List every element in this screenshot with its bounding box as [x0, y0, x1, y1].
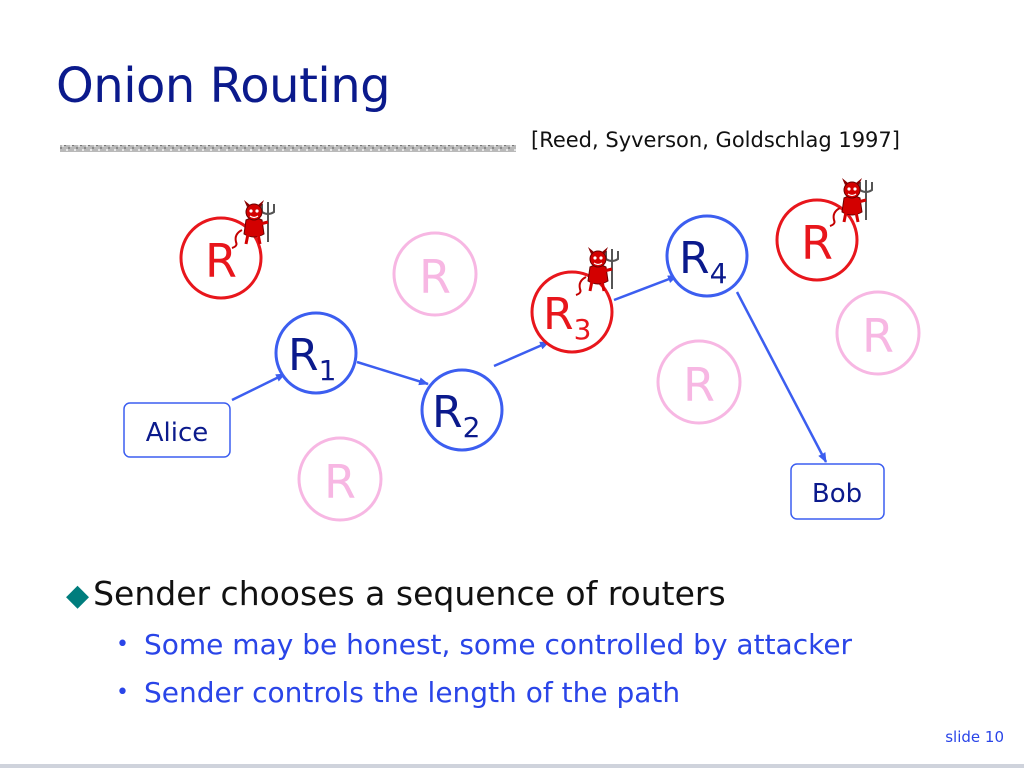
slide-title: Onion Routing — [56, 58, 391, 114]
onion-routing-diagram: R R R R R R R1 R2 R3 R4 A — [60, 145, 921, 522]
svg-text:Bob: Bob — [812, 479, 862, 509]
router-unused: R — [297, 436, 383, 522]
router-r3: R3 — [530, 270, 614, 354]
footer-rule — [0, 764, 1024, 768]
svg-text:Alice: Alice — [146, 418, 209, 448]
diamond-bullet-icon: ◆ — [66, 578, 90, 613]
svg-text:R3: R3 — [543, 289, 591, 346]
svg-text:R: R — [205, 234, 237, 288]
bullet-dot-icon: • — [116, 632, 129, 657]
router-compromised: R — [179, 216, 263, 300]
slide-number: slide 10 — [945, 728, 1004, 746]
title-rule — [60, 145, 516, 152]
sub-bullet-text: Sender controls the length of the path — [144, 676, 681, 709]
router-unused: R — [392, 231, 478, 317]
svg-text:R: R — [862, 309, 894, 363]
bob-box: Bob — [790, 463, 885, 520]
svg-text:R1: R1 — [288, 330, 336, 387]
router-r1: R1 — [274, 311, 358, 395]
arrow-r2-r3 — [493, 340, 550, 368]
citation: [Reed, Syverson, Goldschlag 1997] — [531, 128, 900, 152]
svg-text:R: R — [419, 250, 451, 304]
sub-bullet: • Sender controls the length of the path — [116, 676, 680, 709]
arrow-r3-r4 — [613, 274, 678, 302]
arrow-r4-bob — [735, 291, 828, 463]
svg-text:R: R — [324, 455, 356, 509]
bullet-dot-icon: • — [116, 680, 129, 705]
main-bullet-text: Sender chooses a sequence of routers — [93, 574, 726, 613]
router-unused: R — [656, 339, 742, 425]
router-compromised: R — [775, 198, 859, 282]
svg-text:R2: R2 — [432, 387, 480, 444]
sub-bullet-text: Some may be honest, some controlled by a… — [144, 628, 853, 661]
main-bullet: ◆Sender chooses a sequence of routers — [66, 574, 726, 613]
router-r2: R2 — [420, 368, 504, 452]
svg-text:R: R — [683, 358, 715, 412]
router-r4: R4 — [665, 214, 749, 298]
svg-text:R4: R4 — [679, 233, 727, 290]
alice-box: Alice — [123, 402, 231, 458]
sub-bullet: • Some may be honest, some controlled by … — [116, 628, 852, 661]
router-unused: R — [835, 290, 921, 376]
arrow-alice-r1 — [231, 372, 286, 402]
arrow-r1-r2 — [356, 360, 429, 386]
svg-text:R: R — [801, 216, 833, 270]
